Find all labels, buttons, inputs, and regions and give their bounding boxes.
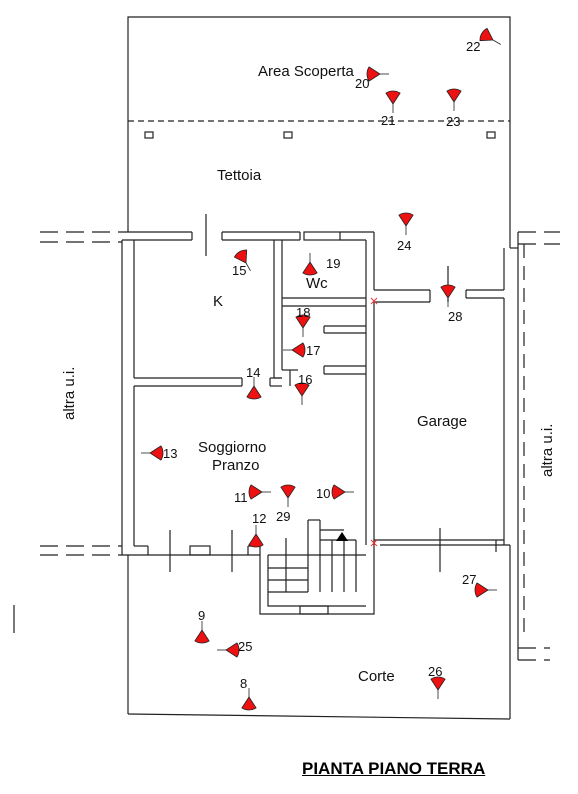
room-label-area-scoperta: Area Scoperta <box>258 63 355 80</box>
photo-marker-23 <box>446 88 462 103</box>
photo-marker-label-23: 23 <box>446 114 460 129</box>
photo-marker-22 <box>479 27 494 42</box>
photo-marker-label-17: 17 <box>306 343 320 358</box>
drawing-title: PIANTA PIANO TERRA <box>302 759 486 778</box>
photo-marker-label-8: 8 <box>240 676 247 691</box>
room-label-altra-right: altra u.i. <box>539 424 556 477</box>
photo-marker-20 <box>366 66 381 82</box>
photo-marker-label-27: 27 <box>462 572 476 587</box>
photo-marker-label-25: 25 <box>238 639 252 654</box>
photo-marker-label-22: 22 <box>466 39 480 54</box>
photo-marker-15 <box>233 249 248 264</box>
room-label-soggiorno: Soggiorno <box>198 439 266 456</box>
photo-marker-label-20: 20 <box>355 76 369 91</box>
room-label-k: K <box>213 293 223 310</box>
room-label-corte: Corte <box>358 668 395 685</box>
photo-marker-25 <box>225 642 240 658</box>
photo-marker-label-16: 16 <box>298 372 312 387</box>
photo-marker-label-26: 26 <box>428 664 442 679</box>
photo-marker-label-29: 29 <box>276 509 290 524</box>
photo-marker-12 <box>248 533 264 548</box>
photo-marker-8 <box>241 696 257 711</box>
photo-marker-29 <box>280 484 296 499</box>
red-x-marks <box>370 297 378 547</box>
photo-marker-10 <box>331 484 346 500</box>
photo-marker-label-19: 19 <box>326 256 340 271</box>
photo-marker-18 <box>295 314 311 329</box>
photo-marker-19 <box>302 261 318 276</box>
photo-marker-11 <box>248 484 263 500</box>
photo-marker-tail-22 <box>492 39 501 45</box>
photo-marker-9 <box>194 629 210 644</box>
photo-marker-label-18: 18 <box>296 305 310 320</box>
room-label-pranzo: Pranzo <box>212 457 260 474</box>
photo-marker-label-10: 10 <box>316 486 330 501</box>
photo-marker-24 <box>398 212 414 227</box>
room-label-altra-left: altra u.i. <box>61 367 78 420</box>
room-label-wc: Wc <box>306 275 328 292</box>
photo-marker-label-13: 13 <box>163 446 177 461</box>
photo-marker-label-24: 24 <box>397 238 411 253</box>
photo-marker-label-21: 21 <box>381 113 395 128</box>
photo-marker-label-15: 15 <box>232 263 246 278</box>
photo-marker-13 <box>149 445 164 461</box>
photo-marker-tail-15 <box>245 262 251 271</box>
photo-marker-21 <box>385 90 401 105</box>
photo-marker-label-28: 28 <box>448 309 462 324</box>
photo-marker-label-11: 11 <box>234 490 248 505</box>
photo-marker-14 <box>246 385 262 400</box>
photo-marker-label-9: 9 <box>198 608 205 623</box>
photo-marker-28 <box>440 284 456 299</box>
photo-marker-label-14: 14 <box>246 365 260 380</box>
room-label-garage: Garage <box>417 413 467 430</box>
photo-marker-27 <box>474 582 489 598</box>
plan-lines <box>13 16 560 720</box>
photo-marker-16 <box>294 382 310 397</box>
photo-marker-label-12: 12 <box>252 511 266 526</box>
stair-arrow <box>336 532 348 541</box>
room-label-tettoia: Tettoia <box>217 167 262 184</box>
photo-markers: 8 9 10 11 12 13 14 15 16 17 18 19 20 21 22 23 24 25 26 27 28… <box>141 27 501 711</box>
photo-marker-17 <box>291 342 306 358</box>
photo-marker-26 <box>430 676 446 691</box>
